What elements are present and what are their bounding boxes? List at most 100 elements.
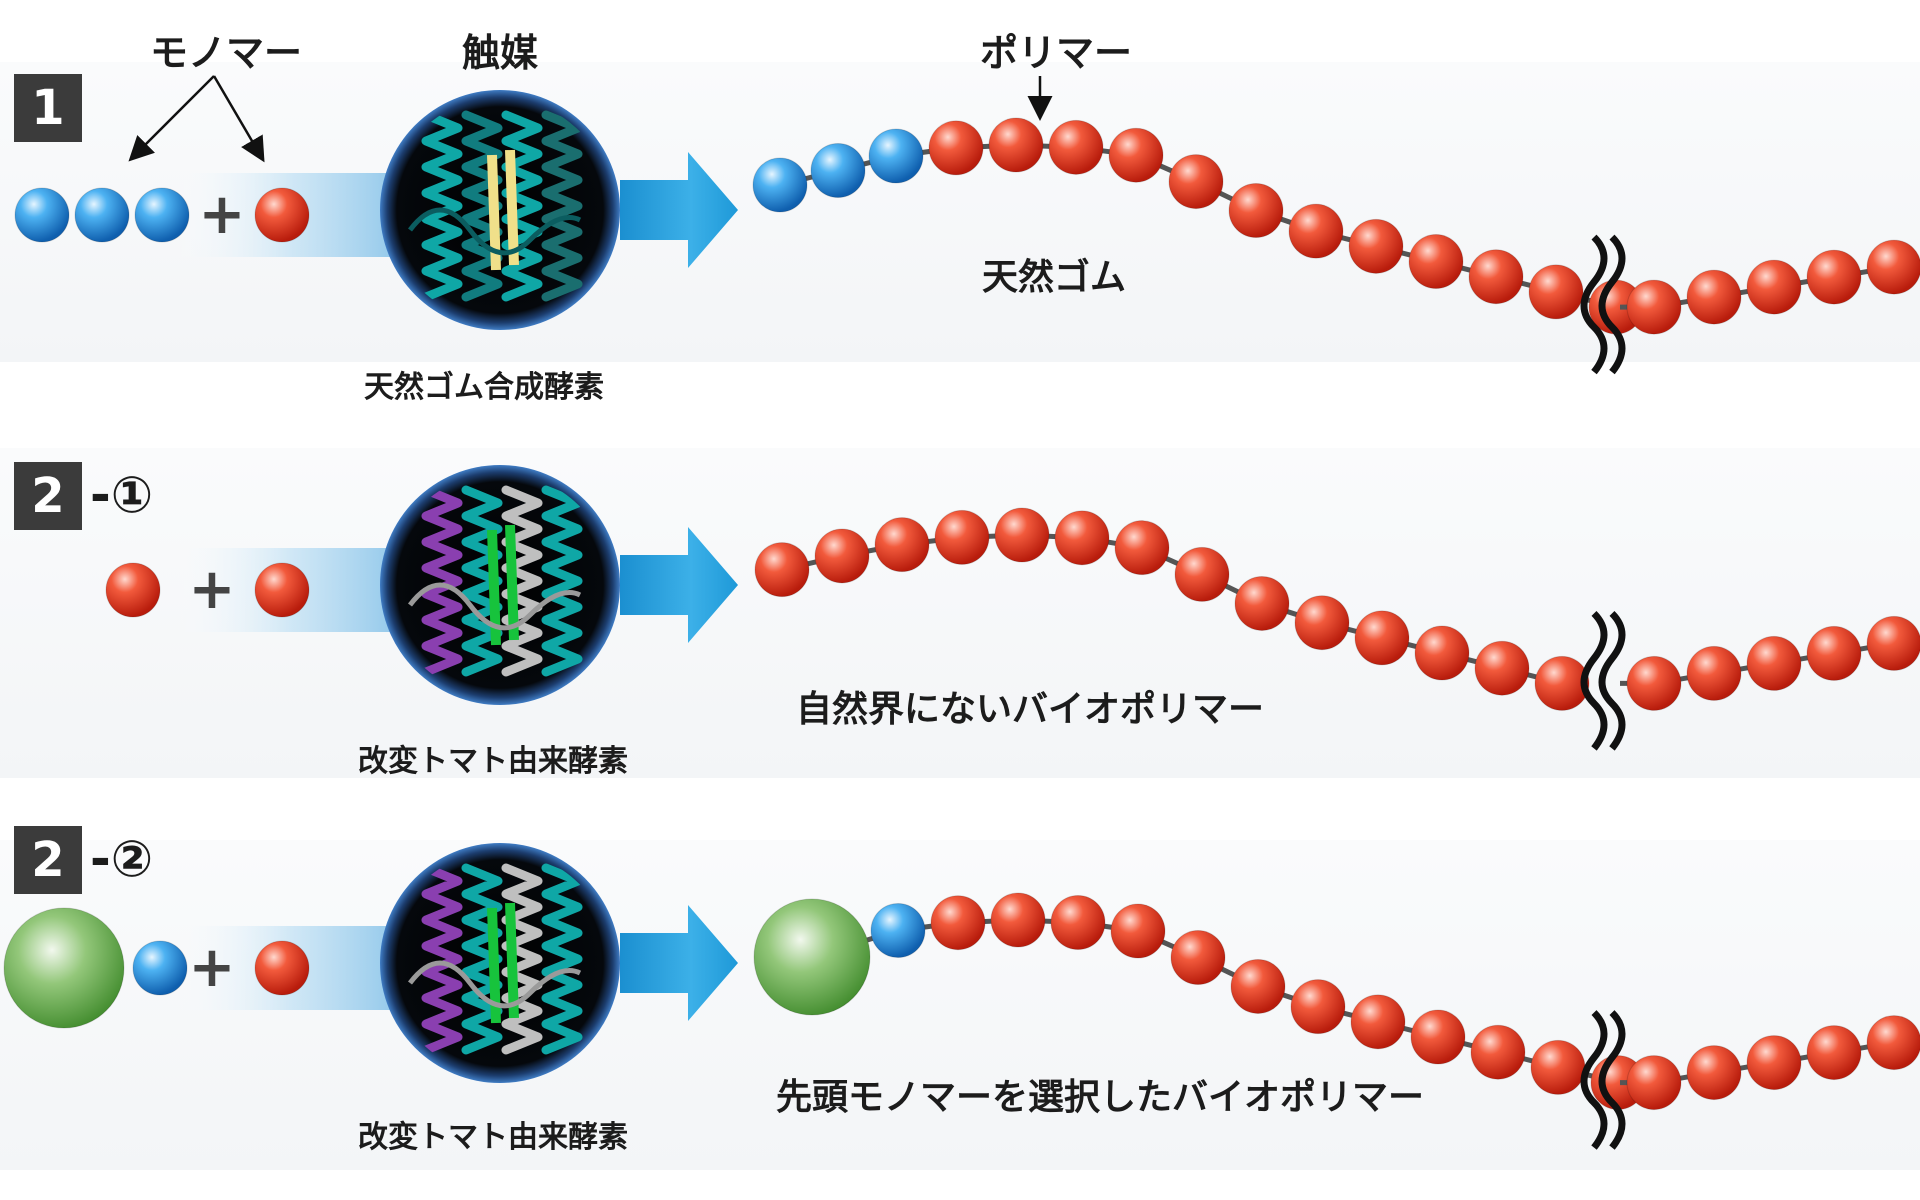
red-monomer (1530, 1039, 1586, 1095)
step-badge-2a: 2 (14, 462, 82, 530)
plus-sign: + (199, 182, 246, 247)
enzyme-label-1: 天然ゴム合成酵素 (364, 370, 604, 405)
red-monomer (1114, 520, 1170, 576)
red-monomer (1410, 1009, 1466, 1065)
catalyst-header-label: 触媒 (462, 31, 539, 75)
panel-2-artwork: + (105, 465, 1920, 751)
chain-break-line (1580, 234, 1608, 375)
red-monomer (1174, 546, 1230, 602)
red-monomer (1686, 645, 1742, 701)
red-monomer (254, 562, 310, 618)
red-monomer (105, 562, 161, 618)
loop (408, 582, 582, 631)
red-monomer (1108, 127, 1164, 183)
loop (408, 207, 582, 256)
blue-monomer (752, 157, 808, 213)
red-monomer (1806, 1025, 1862, 1081)
chain-break-line (1598, 610, 1626, 751)
step-badge-1: 1 (14, 74, 82, 142)
red-monomer (1806, 625, 1862, 681)
red-monomer (1474, 640, 1530, 696)
panel-1-artwork: + (14, 90, 1920, 375)
step-badge-2b: 2 (14, 826, 82, 894)
product-label-3: 先頭モノマーを選択したバイオポリマー (776, 1077, 1425, 1118)
monomer-header-label: モノマー (150, 31, 303, 75)
red-monomer (1866, 1015, 1920, 1071)
polymer-chain-3 (753, 892, 1920, 1150)
helix (501, 485, 543, 677)
blue-monomer (810, 143, 866, 198)
red-monomer (1110, 903, 1166, 959)
red-monomer (988, 117, 1044, 173)
red-monomer (1528, 264, 1584, 320)
monomer-pointer-arrow-right (212, 75, 265, 163)
red-monomer (254, 940, 310, 996)
enzyme-label-3: 改変トマト由来酵素 (358, 1120, 628, 1155)
red-monomer (1234, 575, 1290, 631)
blue-monomer (74, 187, 130, 243)
red-monomer (1746, 635, 1802, 691)
red-monomer (1746, 1035, 1802, 1091)
helix (541, 110, 583, 302)
helix (421, 485, 463, 677)
red-monomer (1288, 203, 1344, 259)
red-monomer (1806, 249, 1862, 305)
enzyme-structure (408, 863, 583, 1055)
red-monomer (1348, 218, 1404, 274)
helix (501, 110, 543, 302)
red-monomer (1048, 119, 1104, 175)
chain-break-line (1598, 1010, 1626, 1150)
red-monomer (1408, 234, 1464, 290)
red-monomer (1626, 655, 1682, 711)
enzyme-structure (408, 485, 583, 677)
blue-monomer (132, 940, 188, 996)
red-monomer (1470, 1024, 1526, 1080)
red-monomer (1534, 655, 1590, 711)
red-monomer (1626, 279, 1682, 335)
beta-sheet (505, 524, 519, 641)
red-monomer (1468, 249, 1524, 305)
helix (541, 485, 583, 677)
plus-sign: + (189, 935, 236, 1000)
beta-sheet (505, 149, 519, 266)
blue-monomer (868, 128, 924, 184)
product-label-1: 天然ゴム (982, 257, 1127, 298)
enzyme-label-2: 改変トマト由来酵素 (358, 744, 628, 779)
red-monomer (754, 542, 810, 598)
red-monomer (1866, 615, 1920, 671)
product-label-2: 自然界にないバイオポリマー (796, 689, 1265, 730)
helix (501, 863, 543, 1055)
beta-sheet (505, 902, 519, 1019)
red-monomer (1686, 269, 1742, 325)
red-monomer (994, 507, 1050, 563)
red-monomer (1686, 1045, 1742, 1101)
blue-monomer (134, 187, 190, 243)
red-monomer (1294, 595, 1350, 651)
red-monomer (1168, 154, 1224, 210)
red-monomer (990, 892, 1046, 948)
red-monomer (1230, 958, 1286, 1014)
red-monomer (1054, 510, 1110, 566)
red-monomer (1746, 259, 1802, 315)
chain-break-line (1580, 610, 1608, 751)
red-monomer (874, 517, 930, 573)
red-monomer (1866, 239, 1920, 295)
plus-sign: + (189, 557, 236, 622)
green-monomer (3, 907, 125, 1029)
red-monomer (1290, 979, 1346, 1035)
polymer-chain-2 (754, 507, 1920, 751)
step-sub-label-2a: -① (90, 466, 154, 524)
red-monomer (1350, 994, 1406, 1050)
red-monomer (1414, 625, 1470, 681)
red-monomer (1354, 610, 1410, 666)
helix (421, 110, 463, 302)
red-monomer (254, 187, 310, 243)
green-monomer (753, 898, 871, 1016)
panel-3-artwork: + (3, 843, 1920, 1150)
polymer-header-label: ポリマー (980, 31, 1133, 75)
polymer-chain-1 (752, 117, 1920, 375)
reaction-arrow (620, 905, 738, 1021)
red-monomer (928, 120, 984, 176)
